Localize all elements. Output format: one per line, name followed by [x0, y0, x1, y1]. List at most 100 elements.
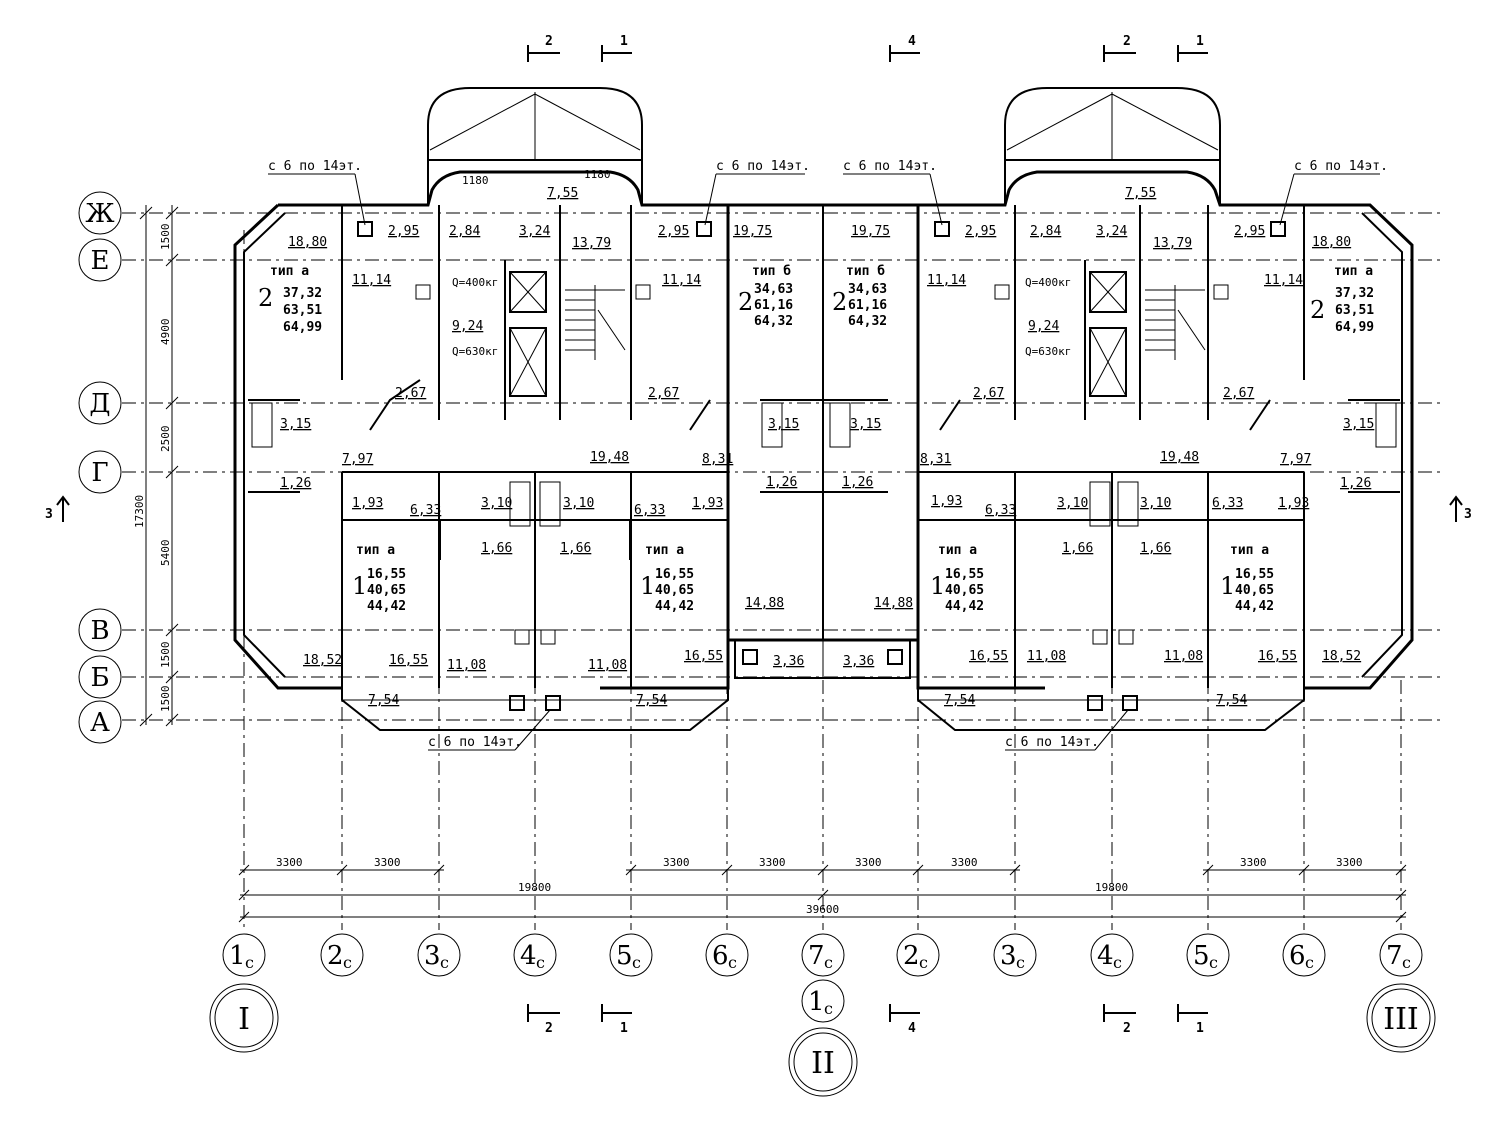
- dimension-label: 5400: [159, 540, 172, 567]
- apartment-room-count: 1: [352, 572, 367, 600]
- room-area: 3,10: [563, 496, 594, 511]
- section-cut-label: 3: [45, 507, 53, 522]
- dimension-tick: [912, 864, 924, 876]
- room-area: 11,14: [352, 273, 391, 288]
- dimension-tick: [625, 864, 637, 876]
- row-axis-label: Е: [91, 246, 110, 276]
- room-area: 11,08: [1027, 649, 1066, 664]
- room-area: 3,10: [481, 496, 512, 511]
- apartment-living-area: 16,55: [945, 567, 984, 582]
- apartment-gross-area: 64,99: [1335, 320, 1374, 335]
- building-outer-walls: [233, 170, 1414, 731]
- entrance-canopy-right: [1004, 87, 1221, 205]
- room-area: 2,95: [388, 224, 419, 239]
- floor-note: с 6 по 14эт.: [428, 735, 522, 750]
- dimension-label: 3300: [1240, 856, 1267, 869]
- dimension-tick: [238, 864, 250, 876]
- column-axis-number: 5: [616, 941, 633, 971]
- room-area: 1,66: [1062, 541, 1093, 556]
- room-area: 13,79: [572, 236, 611, 251]
- column-axis-subscript: с: [632, 953, 641, 972]
- room-area: 7,54: [368, 693, 399, 708]
- row-axis-markers: Ж Е Д Г В Б А: [78, 191, 122, 744]
- apartment-living-area: 34,63: [848, 282, 887, 297]
- column-axis-number: 4: [520, 941, 537, 971]
- apartment-living-area: 34,63: [754, 282, 793, 297]
- section-cut-label: 2: [1123, 34, 1131, 49]
- room-area: 9,24: [452, 319, 483, 334]
- elevator-capacity: Q=630кг: [1025, 345, 1071, 358]
- room-area: 3,15: [850, 417, 881, 432]
- column-axis-subscript: с: [440, 953, 449, 972]
- room-area: 16,55: [969, 649, 1008, 664]
- dimension-label: 3300: [759, 856, 786, 869]
- column-axis-number: 4: [1097, 941, 1114, 971]
- room-area: 3,15: [768, 417, 799, 432]
- apartment-room-count: 1: [930, 572, 945, 600]
- room-area: 3,15: [1343, 417, 1374, 432]
- apartment-gross-area: 64,32: [754, 314, 793, 329]
- dimension-tick: [433, 864, 445, 876]
- section-label: I: [238, 1002, 250, 1037]
- dimension-tick: [1395, 889, 1407, 901]
- row-axis-label: Ж: [85, 199, 114, 229]
- column-axis-subscript: с: [824, 999, 833, 1018]
- room-area: 19,75: [733, 224, 772, 239]
- room-area: 8,31: [702, 452, 733, 467]
- room-area: 6,33: [985, 503, 1016, 518]
- room-area: 1,93: [692, 496, 723, 511]
- apartment-room-count: 2: [738, 288, 753, 316]
- extra-column-axis-marker: 1 с: [801, 979, 845, 1023]
- room-area: 3,36: [843, 654, 874, 669]
- room-area: 7,55: [1125, 186, 1156, 201]
- column-axis-number: 6: [1289, 941, 1306, 971]
- apartment-type: тип б: [846, 264, 885, 279]
- entrance-canopy-left: [427, 87, 643, 205]
- room-area: 11,08: [588, 658, 627, 673]
- room-area: 1,26: [1340, 476, 1371, 491]
- column-axis-number: 3: [424, 941, 441, 971]
- room-area: 1,26: [280, 476, 311, 491]
- horizontal-dimension-chains: 3300 3300 3300 3300 3300 3300 3300 3300 …: [238, 856, 1407, 923]
- room-area: 16,55: [684, 649, 723, 664]
- column-axis-subscript: с: [245, 953, 254, 972]
- dimension-label: 1500: [159, 642, 172, 669]
- apartment-room-count: 2: [1310, 296, 1325, 324]
- section-cut-label: 4: [908, 1021, 916, 1036]
- section-cut-label: 2: [1123, 1021, 1131, 1036]
- room-area: 1,26: [842, 475, 873, 490]
- room-area: 1,93: [931, 494, 962, 509]
- apartment-type: тип а: [938, 543, 977, 558]
- room-area: 18,52: [1322, 649, 1361, 664]
- room-area: 1,93: [1278, 496, 1309, 511]
- row-axis-label: В: [90, 616, 109, 646]
- row-axis-label: Д: [89, 389, 110, 419]
- apartment-total-area: 40,65: [367, 583, 406, 598]
- room-area: 19,48: [590, 450, 629, 465]
- room-area: 9,24: [1028, 319, 1059, 334]
- room-area: 3,36: [773, 654, 804, 669]
- room-area: 1,66: [560, 541, 591, 556]
- column-axis-subscript: с: [728, 953, 737, 972]
- row-axis-label: Г: [91, 458, 108, 488]
- room-area: 3,10: [1140, 496, 1171, 511]
- dimension-tick: [1202, 864, 1214, 876]
- floor-notes: с 6 по 14эт. с 6 по 14эт. с 6 по 14эт. с…: [268, 159, 1388, 751]
- dimension-label: 3300: [374, 856, 401, 869]
- vertical-dimension-chain: 1500 4900 2500 5400 1500 1500 17300: [133, 205, 179, 727]
- kitchen-stoves: [415, 284, 1229, 645]
- room-area: 1,93: [352, 496, 383, 511]
- section-cut-label: 1: [620, 1021, 628, 1036]
- column-axis-number: 3: [1000, 941, 1017, 971]
- dimension-label: 3300: [951, 856, 978, 869]
- apartment-gross-area: 44,42: [655, 599, 694, 614]
- ventilation-shafts: [357, 221, 1286, 711]
- apartment-type: тип а: [645, 543, 684, 558]
- dimension-tick: [817, 864, 829, 876]
